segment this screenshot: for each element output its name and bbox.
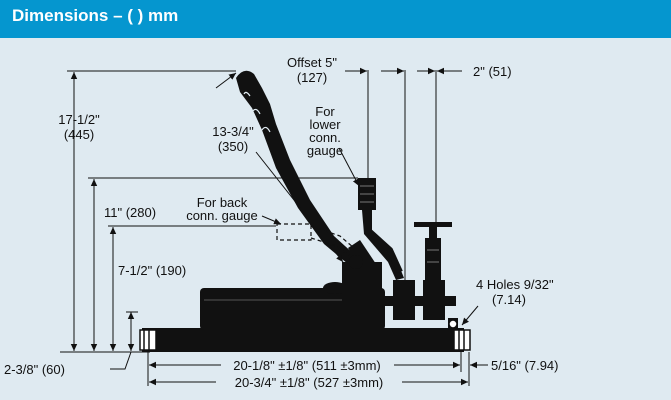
back-conn-height-label: 7-1/2" (190) (118, 263, 186, 278)
hole-spacing-label: 20-1/8" ±1/8" (511 ±3mm) (233, 358, 381, 373)
lower-gauge-line-3: conn. (309, 130, 341, 145)
section-title: Dimensions – ( ) mm (12, 6, 179, 25)
lower-gauge-line-2: lower (309, 117, 341, 132)
overall-height-label: 17-1/2" (58, 112, 100, 127)
back-gauge-line-2: conn. gauge (186, 208, 258, 223)
holes-label: 4 Holes 9/32" (476, 277, 554, 292)
machine-silhouette (139, 70, 471, 352)
right-flange (453, 329, 471, 351)
dimension-lines (60, 67, 488, 386)
base-height-label: 2-3/8" (60) (4, 362, 65, 377)
left-flange (139, 329, 157, 351)
offset-mm-label: (127) (297, 70, 327, 85)
offset-label: Offset 5" (287, 55, 337, 70)
side-offset-label: 2" (51) (473, 64, 512, 79)
overall-height-mm-label: (445) (64, 127, 94, 142)
flange-width-label: 5/16" (7.94) (491, 358, 559, 373)
arm-length-mm-label: (350) (218, 139, 248, 154)
back-gauge-outline (276, 223, 355, 257)
lower-conn-height-label: 11" (280) (104, 205, 156, 220)
output-valve (425, 238, 441, 282)
base-plate (142, 328, 464, 352)
overall-length-label: 20-3/4" ±1/8" (527 ±3mm) (235, 375, 384, 390)
arm-length-label: 13-3/4" (212, 124, 254, 139)
holes-mm-label: (7.14) (492, 292, 526, 307)
back-gauge-line-1: For back (197, 195, 248, 210)
valve-t-handle (414, 222, 452, 227)
lower-gauge-line-4: gauge (307, 143, 343, 158)
section-header: Dimensions – ( ) mm (0, 0, 671, 38)
lower-gauge-line-1: For (315, 104, 335, 119)
dimension-labels: 17-1/2" (445) 13-3/4" (350) Offset 5" (1… (4, 55, 559, 390)
pump-handle (236, 70, 356, 264)
reservoir-body (200, 288, 385, 330)
